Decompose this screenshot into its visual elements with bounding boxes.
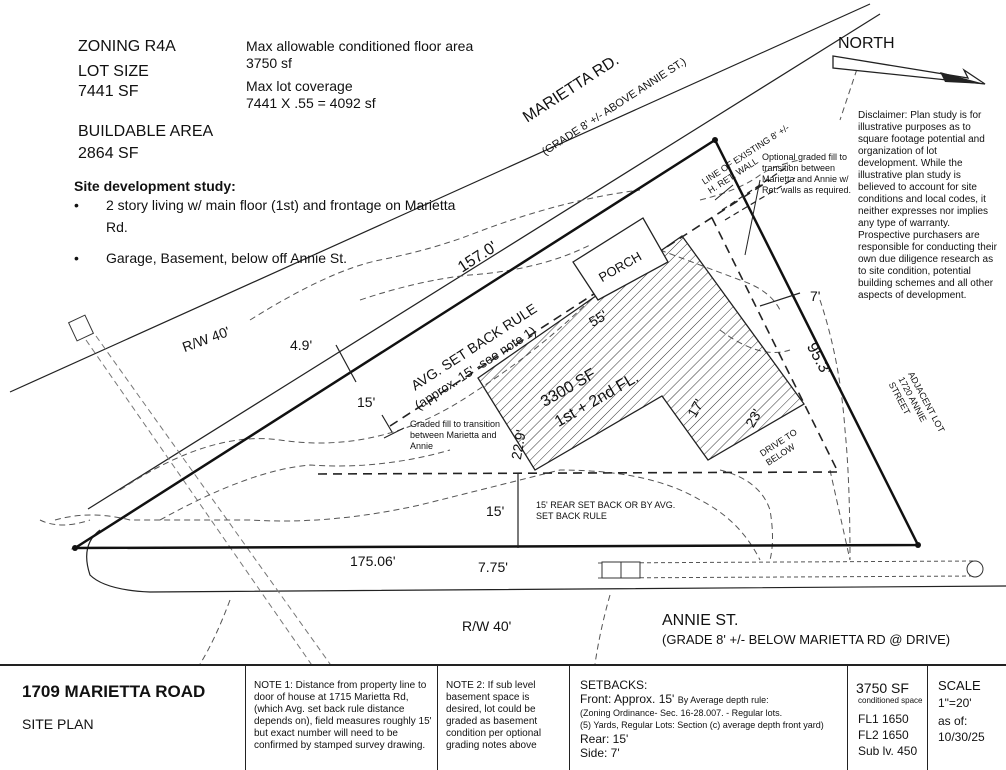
retaining-wall-line (721, 164, 791, 211)
rear-setback-line (317, 471, 839, 475)
note-1: NOTE 1: Distance from property line to d… (254, 680, 432, 751)
title-cell: 1709 MARIETTA ROAD SITE PLAN (0, 666, 246, 770)
dim-15-rear: 15' (486, 503, 505, 519)
disclaimer: Disclaimer: Plan study is for illustrati… (858, 110, 997, 301)
fl2-area: FL2 1650 (858, 728, 909, 742)
dim-49-line (335, 344, 357, 383)
front-setback-line (389, 179, 771, 427)
dim-49: 4.9' (290, 337, 313, 353)
optional-fill-note: Optional graded fill to transition betwe… (762, 152, 852, 195)
marietta-row-line-curb (86, 529, 1006, 593)
setback-rear: Rear: 15' (580, 732, 629, 746)
rw-bottom-label: R/W 40' (462, 618, 512, 634)
setbacks-cell: SETBACKS: Front: Approx. 15' By Average … (570, 666, 848, 770)
dim-175: 175.06' (350, 553, 396, 569)
setbacks-title: SETBACKS: (580, 678, 648, 692)
porch-outline (572, 217, 669, 301)
max-floor-label: Max allowable conditioned floor area (246, 38, 474, 54)
site-plan-drawing (9, 3, 1006, 664)
setback-front: Front: Approx. 15' By Average depth rule… (580, 692, 769, 706)
fl1-area: FL1 1650 (858, 712, 909, 726)
note2-cell: NOTE 2: If sub level basement space is d… (438, 666, 570, 770)
scale-value: 1"=20' (938, 696, 972, 710)
dim-7-line (759, 292, 801, 307)
as-of-label: as of: (938, 714, 968, 728)
marietta-row-line-outer (9, 3, 871, 393)
annie-grade-note: (GRADE 8' +/- BELOW MARIETTA RD @ DRIVE) (662, 632, 951, 647)
zoning-label: ZONING R4A (78, 38, 176, 55)
conditioned-label: conditioned space (858, 696, 923, 705)
max-coverage-value: 7441 X .55 = 4092 sf (246, 95, 376, 111)
scale-label: SCALE (938, 678, 981, 693)
lot-size-label: LOT SIZE (78, 63, 149, 80)
dim-775: 7.75' (478, 559, 508, 575)
manhole-symbol (966, 560, 984, 578)
annie-driveway-line-1 (597, 560, 976, 564)
dim-7: 7' (810, 288, 821, 304)
zoning-ordinance: (Zoning Ordinance- Sec. 16-28.007. - Reg… (580, 708, 783, 718)
study-item-2: •Garage, Basement, below off Annie St. (74, 250, 348, 266)
property-line (70, 138, 921, 550)
conditioned-sf: 3750 SF (856, 680, 909, 696)
buildable-area-value: 2864 SF (78, 145, 139, 162)
side-setback-line (711, 217, 839, 473)
area-cell: 3750 SF conditioned space FL1 1650 FL2 1… (848, 666, 928, 770)
marietta-curb-line-2 (87, 13, 881, 510)
max-coverage-label: Max lot coverage (246, 78, 353, 94)
sub-level-area: Sub lv. 450 (858, 744, 918, 758)
lot-size-value: 7441 SF (78, 83, 139, 100)
rear-setback-note: 15' REAR SET BACK OR BY AVG. SET BACK RU… (536, 500, 676, 521)
project-address: 1709 MARIETTA ROAD (22, 682, 206, 701)
study-item-1: •2 story living w/ main floor (1st) and … (74, 197, 456, 235)
bullet-icon: • (74, 250, 79, 266)
study-title: Site development study: (74, 178, 236, 194)
title-block: 1709 MARIETTA ROAD SITE PLAN NOTE 1: Dis… (0, 664, 1006, 770)
house-footprint (477, 235, 805, 471)
sheet-title: SITE PLAN (22, 716, 94, 732)
setback-side: Side: 7' (580, 746, 620, 760)
yards-section: (5) Yards, Regular Lots: Section (c) ave… (580, 720, 824, 730)
buildable-area-label: BUILDABLE AREA (78, 123, 214, 140)
bullet-icon: • (74, 197, 79, 213)
note1-cell: NOTE 1: Distance from property line to d… (246, 666, 438, 770)
north-label: NORTH (838, 35, 895, 52)
max-floor-value: 3750 sf (246, 55, 292, 71)
dim-15-left: 15' (357, 394, 376, 410)
as-of-date: 10/30/25 (938, 730, 985, 744)
annie-st-label: ANNIE ST. (662, 612, 739, 629)
note-2: NOTE 2: If sub level basement space is d… (446, 680, 542, 751)
graded-fill-note: Graded fill to transition between Mariet… (410, 419, 501, 451)
annie-driveway-line-2 (597, 575, 976, 579)
utility-box-top (67, 314, 95, 342)
scale-cell: SCALE 1"=20' as of: 10/30/25 (928, 666, 1006, 770)
